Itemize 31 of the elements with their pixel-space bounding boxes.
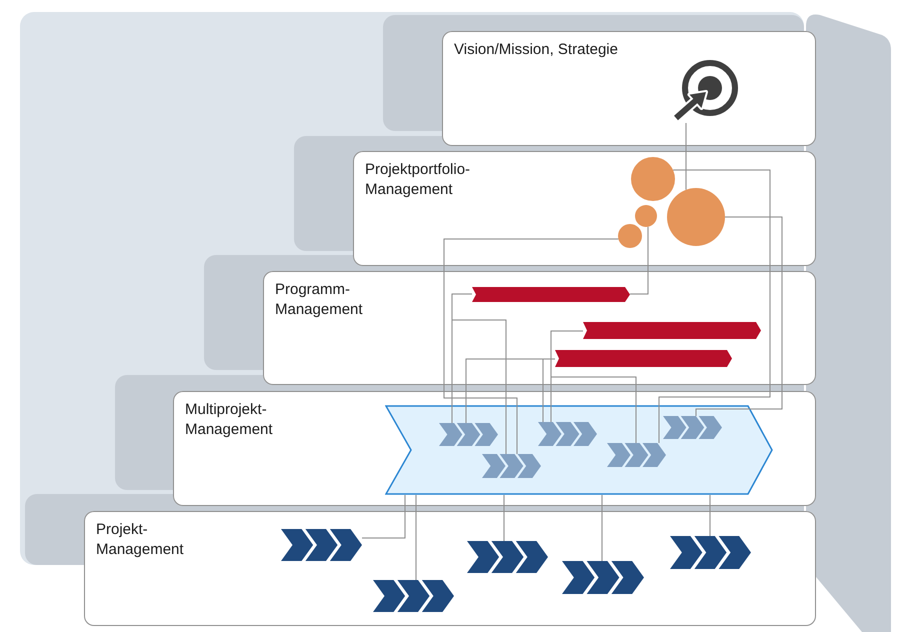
chevron-arrows	[281, 529, 362, 561]
chevron-arrows	[562, 561, 644, 594]
level-panel	[263, 271, 816, 385]
level-panel	[353, 151, 816, 266]
level-title: Projekt- Management	[96, 520, 184, 560]
arrow-bar	[472, 287, 630, 302]
connector-line	[658, 170, 770, 444]
chevron-arrows	[607, 443, 666, 467]
connector-line	[696, 216, 782, 416]
level-title: Projektportfolio- Management	[365, 160, 470, 200]
connector-line	[444, 238, 619, 454]
bubble	[635, 205, 657, 227]
chevron-arrows	[663, 416, 722, 439]
level-panel	[84, 511, 816, 626]
connector-line	[362, 494, 406, 538]
connector-line	[630, 226, 648, 294]
level-title: Vision/Mission, Strategie	[454, 40, 618, 60]
level-title: Programm- Management	[275, 280, 363, 320]
chevron-arrows	[373, 580, 454, 612]
arrow-bar	[555, 350, 732, 367]
chevron-arrows	[670, 536, 751, 569]
bubble	[618, 224, 642, 248]
level-panel	[173, 391, 816, 506]
arrow-bar	[583, 322, 761, 339]
bubble	[631, 157, 675, 201]
level-panel	[442, 31, 816, 146]
chevron-arrows	[467, 541, 548, 573]
chevron-arrows	[439, 423, 498, 446]
level-title: Multiprojekt- Management	[185, 400, 273, 440]
chevron-arrows	[482, 454, 541, 478]
chevron-arrows	[538, 422, 597, 446]
